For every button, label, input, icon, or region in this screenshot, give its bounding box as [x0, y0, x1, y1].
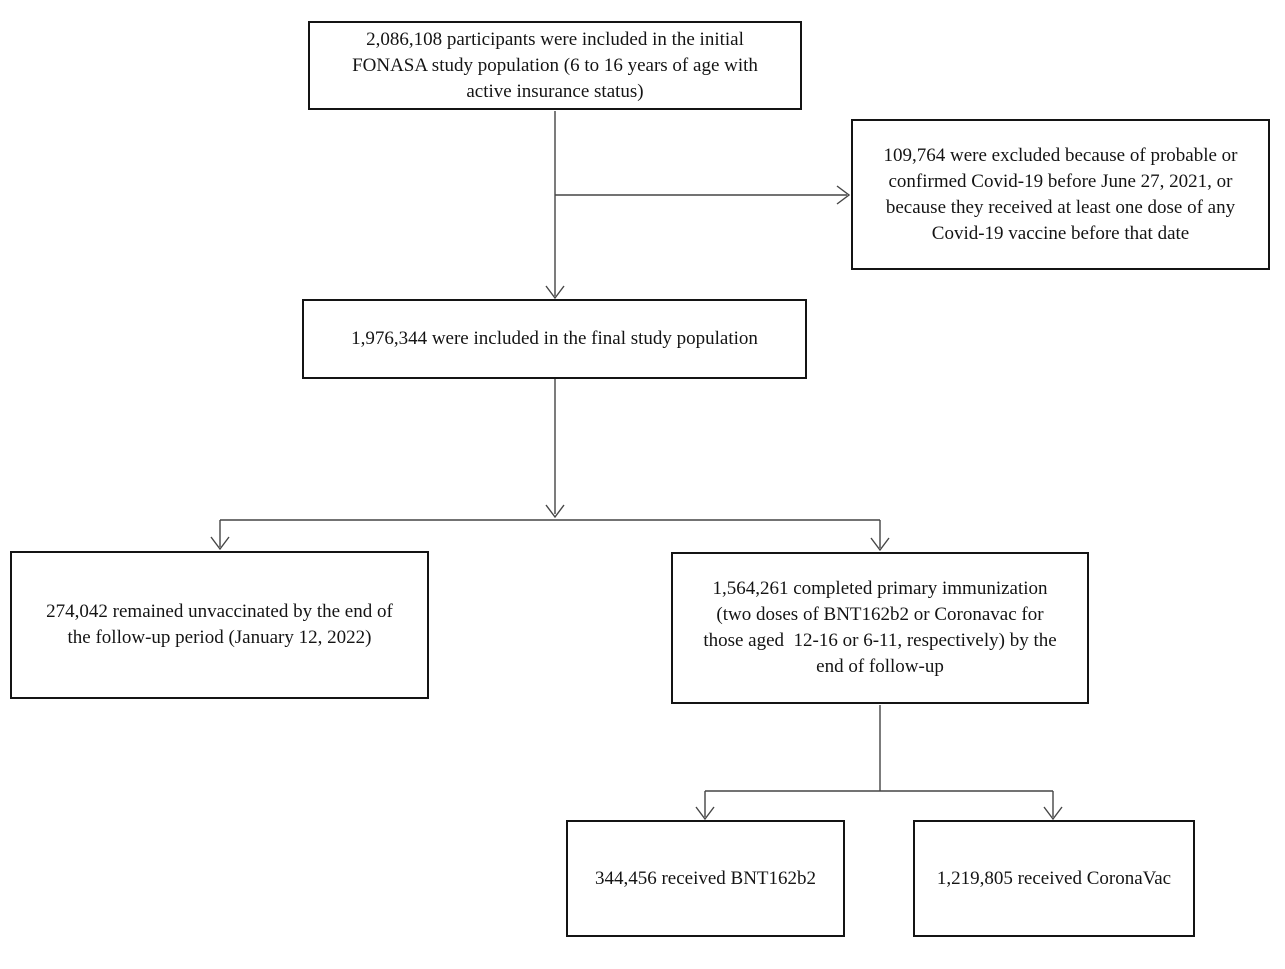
box-primary-immunization: 1,564,261 completed primary immunization… [671, 552, 1089, 704]
box-coronavac-text: 1,219,805 received CoronaVac [936, 867, 1172, 889]
box-unvaccinated: 274,042 remained unvaccinated by the end… [10, 551, 429, 699]
arrowhead-down-icon [1043, 806, 1063, 821]
arrowhead-down-icon [545, 504, 565, 519]
edge-initial-to-final [545, 111, 565, 300]
box-excluded-text: 109,764 were excluded because of probabl… [883, 144, 1238, 244]
arrowhead-down-icon [870, 537, 890, 552]
box-primary-immunization-text: 1,564,261 completed primary immunization… [703, 578, 1057, 677]
box-bnt162b2: 344,456 received BNT162b2 [566, 820, 845, 937]
arrowhead-down-icon [695, 806, 715, 821]
box-initial-population-text: 2,086,108 participants were included in … [352, 28, 758, 102]
edge-split2-to-bnt162b2 [695, 791, 715, 821]
arrowhead-down-icon [545, 285, 565, 300]
edge-final-to-split [545, 379, 565, 519]
edge-split2-to-coronavac [1043, 791, 1063, 821]
arrowhead-down-icon [210, 536, 230, 551]
box-bnt162b2-text: 344,456 received BNT162b2 [594, 867, 817, 889]
box-unvaccinated-text: 274,042 remained unvaccinated by the end… [46, 601, 393, 648]
edge-split-to-unvaccinated [210, 520, 230, 551]
edge-split-to-primary [870, 520, 890, 552]
box-final-population-text: 1,976,344 were included in the final stu… [351, 328, 758, 349]
box-final-population: 1,976,344 were included in the final stu… [302, 299, 807, 379]
box-excluded: 109,764 were excluded because of probabl… [851, 119, 1270, 270]
edge-initial-to-excluded [555, 185, 851, 205]
arrowhead-right-icon [836, 185, 851, 205]
box-coronavac: 1,219,805 received CoronaVac [913, 820, 1195, 937]
box-initial-population: 2,086,108 participants were included in … [308, 21, 802, 110]
